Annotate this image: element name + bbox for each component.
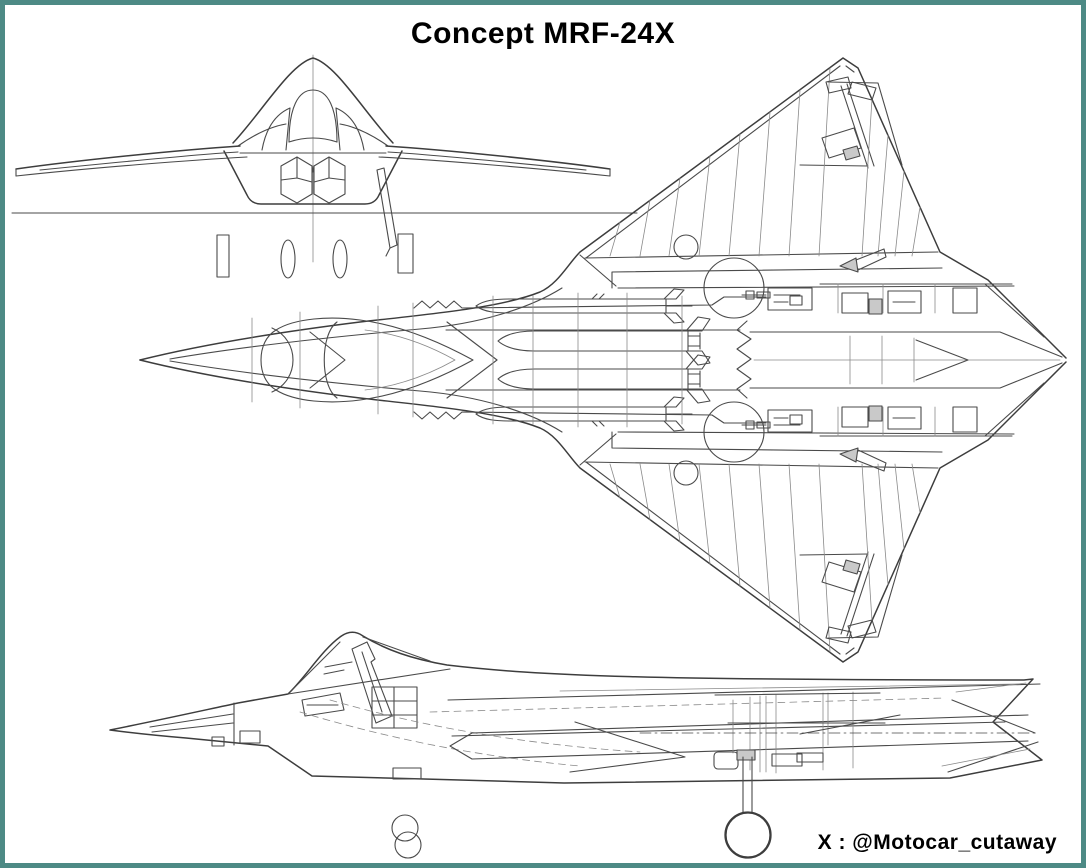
gear-strut-pointer (376, 167, 398, 257)
credit-watermark: X : @Motocar_cutaway (817, 831, 1057, 854)
nose-bay-side (149, 702, 261, 747)
aft-equipment-boxes (767, 283, 1045, 338)
large-missile (497, 316, 711, 366)
front-landing-gear-marks (216, 167, 414, 279)
main-landing-gear (724, 756, 772, 859)
main-gear-wheel (724, 811, 772, 859)
wing-ribs (609, 67, 921, 257)
gear-bay-wheels-plan (673, 234, 771, 319)
cockpit-side (287, 636, 451, 729)
gear-door (392, 767, 422, 780)
cockpit-canopy-plan (260, 317, 474, 403)
small-missile (475, 288, 693, 324)
bay-break-zigzag (736, 320, 752, 399)
plan-half-wing (139, 57, 1067, 366)
wing-root-side (429, 683, 1041, 773)
plan-center-details (251, 292, 1061, 428)
nose-landing-gear (391, 767, 422, 859)
front-fuselage (223, 57, 403, 205)
ejection-seat (351, 641, 393, 724)
actuator-arrow (839, 257, 859, 273)
nose-wheel (391, 814, 419, 842)
front-exhaust-nozzles (280, 156, 346, 204)
top-view (139, 57, 1067, 663)
front-wings (15, 145, 611, 177)
weapons-bay-edges (413, 296, 1063, 361)
fuselage-frames (251, 292, 683, 428)
console (301, 692, 345, 717)
wing-actuators (821, 76, 887, 273)
engine-nozzle-plan (849, 335, 969, 385)
engine-bay-side (639, 682, 1039, 774)
side-view (109, 631, 1043, 859)
front-view (11, 54, 638, 279)
drawing-title: Concept MRF-24X (410, 17, 676, 50)
nose-wheel (394, 831, 422, 859)
